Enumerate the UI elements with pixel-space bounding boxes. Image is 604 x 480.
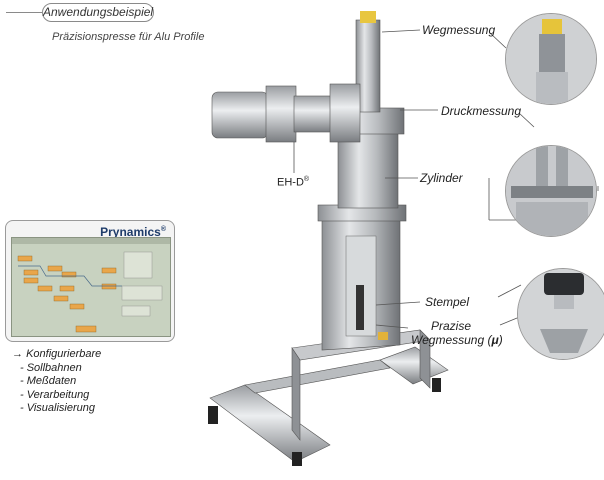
list-item: - Visualisierung [20,402,96,414]
features-heading: → Konfigurierbare [12,348,102,360]
list-item: - Sollbahnen [20,361,82,374]
base-frame [208,329,449,466]
prynamics-title: Prynamics® [100,225,166,239]
application-example-badge: Anwendungsbeispiel [42,3,154,22]
lower-block [321,214,401,351]
label-prazise-wegmessung: Wegmessung (μ) [411,333,503,347]
arrow-right-icon: → [12,348,23,360]
list-item: - Verarbeitung [20,388,90,401]
prynamics-panel: Prynamics® [5,220,175,342]
label-wegmessung: Wegmessung [422,23,496,37]
label-ehd: EH-D® [277,176,310,189]
detail-photo-druckmessung [505,145,597,237]
label-druckmessung: Druckmessung [441,104,522,118]
ehd-motor [211,83,361,143]
badge-connector-line [6,12,42,13]
label-prazise: Prazise [431,319,472,333]
prynamics-screen [11,237,171,337]
detail-photo-stempel [517,268,604,360]
features-list: → Konfigurierbare - Sollbahnen - Meßdate… [12,348,101,416]
detail-photo-wegmessung [505,13,597,105]
list-item: - Meßdaten [20,375,77,387]
label-zylinder: Zylinder [420,171,463,185]
label-stempel: Stempel [425,295,470,309]
page-subtitle: Präzisionspresse für Alu Profile [52,31,205,43]
